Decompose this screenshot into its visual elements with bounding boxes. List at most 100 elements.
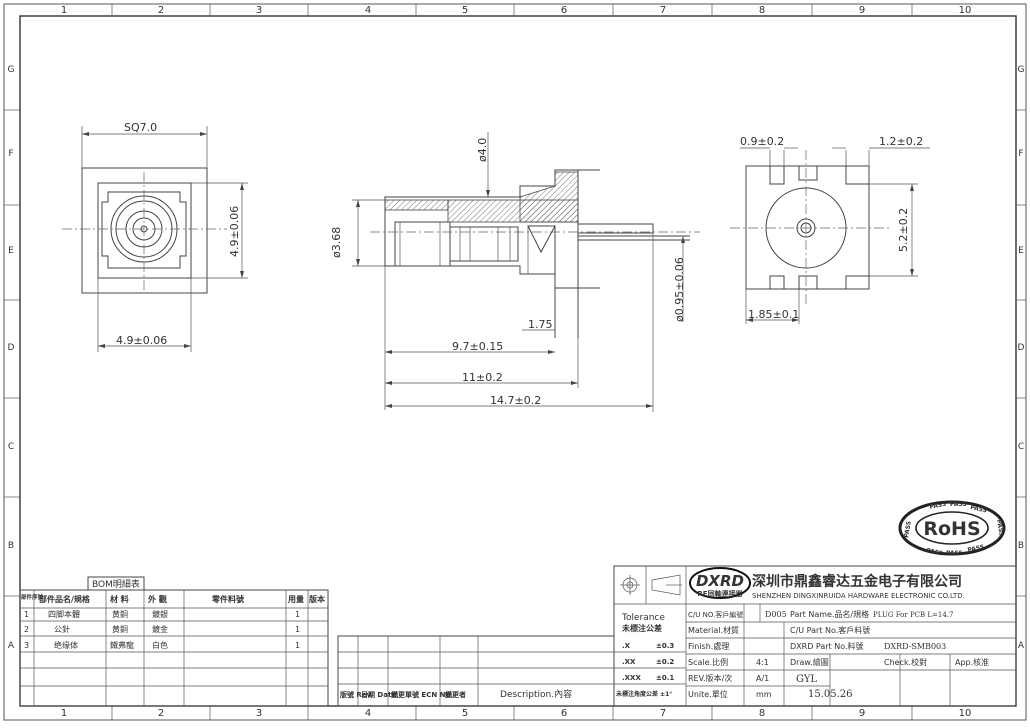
bom-cell: 黄銅: [112, 624, 128, 634]
bom-cell: 1: [295, 625, 300, 634]
col-label: 10: [959, 5, 972, 16]
rohs-ring-bottom: PASS: [967, 544, 985, 554]
finish-label: Finish.處理: [688, 641, 729, 651]
bom-header: 外 觀: [148, 594, 167, 604]
unit: mm: [756, 690, 772, 699]
col-label: 7: [660, 5, 666, 16]
col-label: 3: [256, 708, 262, 719]
bom-cell: 1: [295, 610, 300, 619]
tolerance-label: Tolerance: [621, 613, 665, 623]
grid-column-labels: 1 2 3 4 5 6 7 8 9 10 1 2 3 4 5 6 7 8 9 1…: [61, 5, 972, 719]
tolerance-cn: 未標注公差: [621, 623, 662, 633]
rev-label: REV.版本/次: [688, 673, 732, 683]
company-cn: 深圳市鼎鑫睿达五金电子有限公司: [752, 573, 962, 590]
col-label: 4: [365, 5, 371, 16]
row-label: A: [1018, 641, 1025, 651]
col-label: 6: [561, 708, 567, 719]
rohs-ring-bottom: PASS: [926, 547, 944, 557]
col-label: 8: [759, 708, 765, 719]
col-label: 8: [759, 5, 765, 16]
logo: DXRD: [696, 572, 744, 590]
row-label: D: [1018, 343, 1025, 353]
col-label: 6: [561, 5, 567, 16]
rohs-ring-side: PASS: [995, 519, 1005, 537]
col-label: 1: [61, 5, 67, 16]
rohs-ring-side: PASS: [903, 521, 913, 539]
bom-header: 版本: [308, 594, 325, 604]
dim-147: 14.7±0.2: [490, 394, 541, 407]
col-label: 5: [462, 708, 468, 719]
tol-k: .XX: [622, 658, 636, 666]
grid-row-labels: G F E D C B A G F E D C B A: [8, 65, 1025, 651]
cu-part-label: C/U Part No.客戶料號: [790, 625, 870, 635]
row-label: E: [1018, 246, 1024, 256]
tol-v: ±0.2: [656, 658, 674, 666]
dim-97: 9.7±0.15: [452, 340, 503, 353]
part-name: PLUG For PCB L=14.7: [873, 611, 954, 619]
bom-table: BOM明細表 部件序號 部件品名/規格 材 料 外 觀 零件料號 用量 版本 1…: [19, 576, 329, 707]
part-name-label: Part Name.品名/規格: [790, 609, 869, 619]
col-label: 2: [158, 708, 164, 719]
inner-frame: [19, 15, 1017, 707]
bom-cell: 1: [295, 641, 300, 650]
dim-12: 1.2±0.2: [879, 135, 923, 148]
col-label: 4: [365, 708, 371, 719]
bottom-view: 0.9±0.2 1.2±0.2 5.2±0.2 1.85±0.1: [730, 135, 930, 324]
rohs-stamp: RoHS PASS PASS PASS PASS PASS PASS PASS …: [898, 500, 1006, 557]
col-label: 2: [158, 5, 164, 16]
company-en: SHENZHEN DINGXINRUIDA HARDWARE ELECTRONI…: [752, 592, 965, 600]
material-label: Material.材質: [688, 625, 739, 635]
drawer: GYL: [796, 674, 817, 685]
row-label: E: [8, 246, 14, 256]
bom-cell: 鍍銀: [152, 609, 168, 619]
draw-label: Draw.繪圖: [790, 657, 829, 667]
row-label: C: [8, 442, 14, 452]
rohs-label: RoHS: [923, 518, 980, 540]
row-label: G: [1018, 65, 1025, 75]
dim-body-width: 4.9±0.06: [116, 334, 167, 347]
date: 15.05.26: [808, 689, 853, 700]
bom-cell: 2: [24, 625, 29, 634]
bom-title: BOM明細表: [92, 578, 140, 590]
dim-body-height: 4.9±0.06: [228, 206, 241, 257]
col-label: 3: [256, 5, 262, 16]
tol-v: ±0.3: [656, 642, 674, 650]
check-label: Check.校對: [884, 657, 927, 667]
bom-cell: 1: [24, 610, 29, 619]
front-view: SQ7.0 4.9±0.06 4.9±0.06: [62, 121, 248, 352]
row-label: D: [8, 343, 15, 353]
bom-header: 零件料號: [211, 594, 244, 604]
outer-frame: [3, 3, 1027, 721]
app-label: App.核准: [955, 657, 989, 667]
col-label: 1: [61, 708, 67, 719]
dxrd-part: DXRD-SMB003: [884, 642, 946, 651]
bom-cell: 白色: [152, 640, 168, 650]
bom-header: 材 料: [110, 594, 129, 604]
dim-175: 1.75: [528, 318, 553, 331]
rev-header: 變更單號 ECN No.: [391, 690, 453, 699]
col-label: 5: [462, 5, 468, 16]
angle-note: 未標注角度公差 ±1°: [616, 690, 672, 698]
col-label: 9: [859, 708, 865, 719]
grid-columns: [111, 4, 913, 720]
bom-cell: 鐵弗龍: [110, 640, 134, 650]
row-label: B: [1018, 541, 1024, 551]
dxrd-part-label: DXRD Part No.料號: [790, 641, 864, 651]
rev-header: 日期 Date.: [361, 690, 399, 699]
logo-sub: RF同軸連接器: [697, 589, 743, 598]
col-label: 9: [859, 5, 865, 16]
unit-label: Unite.單位: [688, 689, 728, 699]
dim-185: 1.85±0.1: [748, 308, 799, 321]
scale: 4:1: [756, 658, 769, 667]
dim-diam-368: ø3.68: [330, 227, 343, 258]
rohs-ring-top: PASS: [929, 501, 947, 511]
bom-cell: 四脚本體: [48, 609, 80, 619]
rohs-ring-top: PASS: [950, 501, 967, 508]
tol-k: .X: [622, 642, 631, 650]
dim-diam-4: ø4.0: [476, 138, 489, 162]
dim-11: 11±0.2: [462, 371, 503, 384]
row-label: C: [1018, 442, 1024, 452]
tol-k: .XXX: [622, 674, 641, 682]
bom-cell: 绝缘体: [54, 640, 78, 650]
col-label: 10: [959, 708, 972, 719]
